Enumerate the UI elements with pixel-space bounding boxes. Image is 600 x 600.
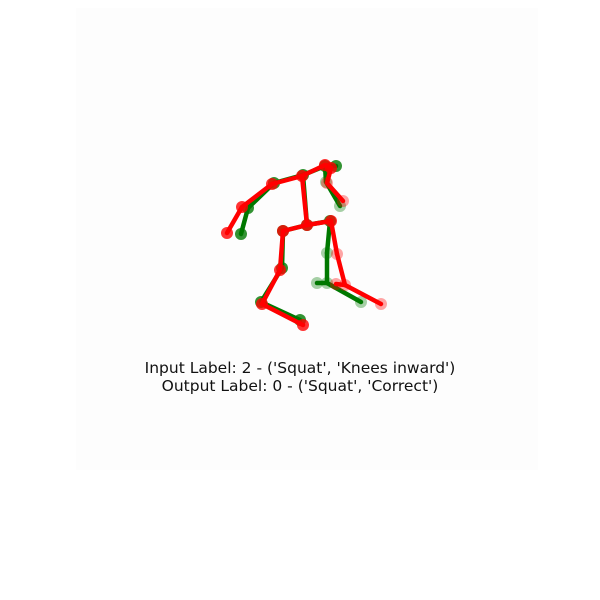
output-pose-joint-r_toe [355,296,367,308]
output-pose-joint-r_knee [321,247,333,259]
input-pose-bone-l_ankle-l_foot [259,301,306,328]
output-label-caption: Output Label: 0 - ('Squat', 'Correct') [161,377,439,395]
input-pose-joint-r_heel [330,278,342,290]
input-pose-joint-pelvis [301,219,313,231]
plot-area [76,8,538,470]
input-pose-joint-l_knee [274,264,286,276]
input-pose-skeleton [221,159,387,331]
input-pose-joint-r_shoulder [321,177,333,189]
output-pose-bone-r_ankle-r_toe [324,280,364,305]
input-pose-joint-thorax [296,170,308,182]
input-pose-joint-l_foot [297,319,309,331]
input-pose-bone-l_shoulder-l_elbow [239,181,275,210]
input-pose-bone-r_ankle-r_toe [342,282,384,307]
input-pose-bone-thorax-pelvis [299,173,310,228]
input-pose-joint-r_toe [375,298,387,310]
input-pose-joint-r_knee [331,248,343,260]
input-pose-joint-l_wrist [221,227,233,239]
input-pose-bone-r_knee-r_ankle [334,251,348,288]
input-pose-joint-r_hip [325,215,337,227]
input-pose-joint-r_elbow [337,195,349,207]
output-pose-joint-l_wrist [235,228,247,240]
input-pose-joint-l_hip [277,225,289,237]
input-label-caption: Input Label: 2 - ('Squat', 'Knees inward… [144,359,456,377]
input-pose-joint-l_elbow [236,201,248,213]
output-pose-joint-r_ankle [321,277,333,289]
input-pose-joint-neck [325,162,337,174]
input-pose-bone-l_knee-l_ankle [259,267,283,307]
output-pose-joint-r_heel [311,277,323,289]
input-pose-bone-r_shoulder-r_elbow [324,180,346,204]
input-pose-joint-r_ankle [339,279,351,291]
input-pose-joint-l_ankle [256,298,268,310]
input-pose-bone-l_hip-l_knee [277,228,286,273]
input-pose-joint-l_shoulder [266,178,278,190]
